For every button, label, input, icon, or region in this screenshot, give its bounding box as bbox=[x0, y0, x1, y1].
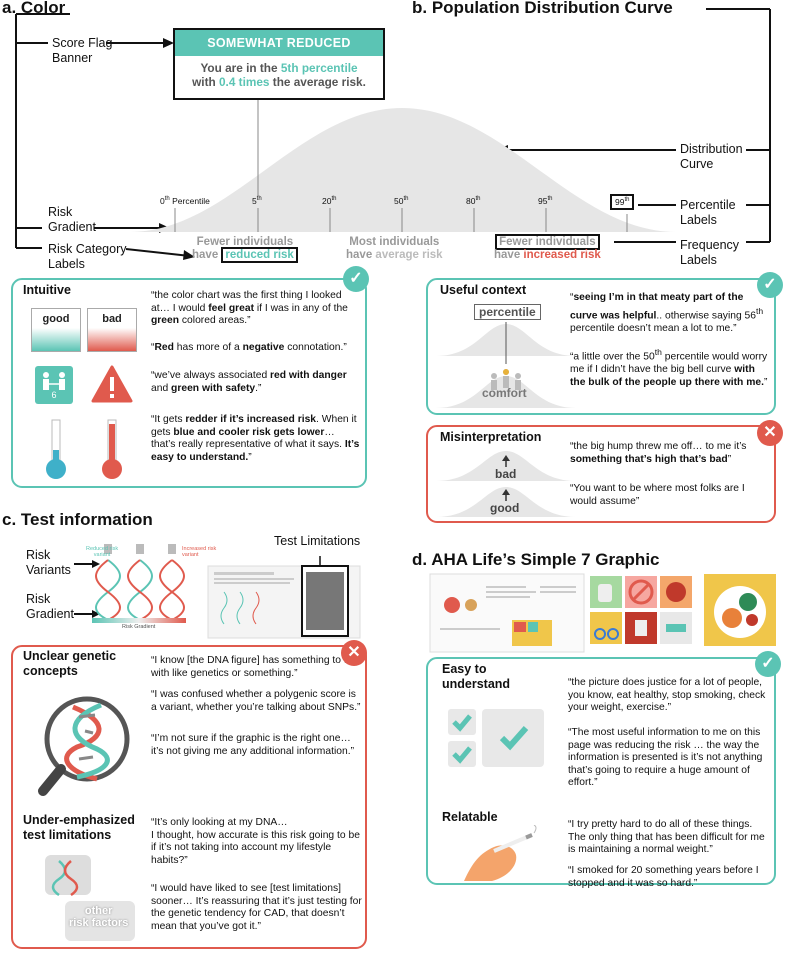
intuitive-quote-1: “the color chart was the first thing I l… bbox=[151, 290, 348, 327]
panel-d-title: d. AHA Life’s Simple 7 Graphic bbox=[412, 550, 660, 569]
simple-7-box: Easy to understand “the picture does jus… bbox=[426, 657, 776, 889]
panel-a-title: a. Color bbox=[2, 0, 66, 17]
unclear-quote-3: “I’m not sure if the graphic is the righ… bbox=[151, 733, 354, 757]
tick-label-20: 20th bbox=[322, 196, 337, 206]
under-quote-2: “I would have liked to see [test limitat… bbox=[151, 883, 362, 932]
risk-gradient-label-c: Risk Gradient bbox=[26, 592, 74, 621]
misinterpretation-box: Misinterpretation bad good “the big hump… bbox=[426, 425, 776, 523]
intuitive-quote-4: “It gets redder if it’s increased risk. … bbox=[151, 414, 360, 463]
other-risk-factors-text: other risk factors bbox=[69, 905, 129, 929]
comfort-label: comfort bbox=[482, 386, 527, 400]
increased-variant-caption: Increased risk variant bbox=[182, 546, 217, 558]
unclear-quote-1: “I know [the DNA figure] has something t… bbox=[151, 655, 356, 679]
score-flag-banner: SOMEWHAT REDUCED You are in the 5th perc… bbox=[173, 28, 385, 100]
tick-label-0: 0th Percentile bbox=[160, 196, 210, 206]
cross-icon: ✕ bbox=[757, 420, 783, 446]
cool-thermometer-icon bbox=[46, 419, 66, 479]
risk-gradient-label: Risk Gradient bbox=[48, 205, 96, 234]
cross-icon: ✕ bbox=[341, 640, 367, 666]
tick-label-80: 80th bbox=[466, 196, 481, 206]
tick-label-5: 5th bbox=[252, 196, 262, 206]
check-icon: ✓ bbox=[757, 272, 783, 298]
distribution-curve-label: Distribution Curve bbox=[680, 142, 743, 171]
relatable-quote-2: “I smoked for 20 something years before … bbox=[568, 865, 759, 889]
freq-label-increased: Fewer individuals have increased risk bbox=[494, 234, 601, 261]
under-quote-1: “It’s only looking at my DNA… I thought,… bbox=[151, 817, 360, 866]
banner-risk-text: You are in the 5th percentile with 0.4 t… bbox=[192, 61, 366, 89]
score-flag-label: Score Flag Banner bbox=[52, 36, 113, 65]
freq-label-average: Most individuals have average risk bbox=[346, 236, 443, 261]
unclear-quote-2: “I was confused whether a polygenic scor… bbox=[151, 689, 361, 713]
percentile-labels-label: Percentile Labels bbox=[680, 198, 736, 227]
misinterpretation-quote-2: “You want to be where most folks are I w… bbox=[570, 483, 745, 507]
check-icon: ✓ bbox=[755, 651, 781, 677]
test-limitations-label: Test Limitations bbox=[274, 534, 361, 548]
relatable-quote-1: “I try pretty hard to do all of these th… bbox=[568, 819, 765, 856]
intuitive-quote-3: “we’ve always associated red with danger… bbox=[151, 370, 347, 394]
hot-thermometer-icon bbox=[102, 419, 122, 479]
useful-context-title: Useful context bbox=[440, 283, 527, 297]
useful-context-curves bbox=[436, 322, 576, 408]
checklist-icon bbox=[448, 709, 544, 767]
social-distance-icon: 6 bbox=[35, 366, 73, 404]
tick-label-99: 99th bbox=[610, 194, 635, 210]
panel-b-title: b. Population Distribution Curve bbox=[412, 0, 673, 17]
gradient-caption: Risk Gradient bbox=[122, 624, 156, 630]
easy-title: Easy to understand bbox=[442, 662, 511, 691]
risk-variants-label: Risk Variants bbox=[26, 548, 71, 577]
good-color-chip: good bbox=[31, 308, 81, 352]
good-label: good bbox=[490, 501, 520, 515]
misinterpretation-quote-1: “the big hump threw me off… to me it’s s… bbox=[570, 441, 747, 465]
freq-label-reduced: Fewer individuals have reduced risk bbox=[192, 236, 298, 263]
check-icon: ✓ bbox=[343, 266, 369, 292]
tick-label-50: 50th bbox=[394, 196, 409, 206]
easy-quote-2: “The most useful information to me on th… bbox=[568, 727, 763, 789]
misinterpretation-curves bbox=[436, 451, 576, 517]
relatable-title: Relatable bbox=[442, 810, 498, 824]
useful-quote-1: “seeing I’m in that meaty part of the cu… bbox=[570, 292, 764, 334]
puzzle-icon bbox=[45, 855, 135, 941]
useful-context-box: Useful context percentile comfort “seein… bbox=[426, 278, 776, 415]
intuitive-quote-2: “Red has more of a negative connotation.… bbox=[151, 342, 347, 353]
magnified-dna-icon bbox=[38, 696, 130, 796]
intuitive-title: Intuitive bbox=[23, 283, 71, 297]
percentile-tag: percentile bbox=[474, 304, 541, 320]
frequency-labels-label: Frequency Labels bbox=[680, 238, 740, 267]
under-emphasized-title: Under-emphasized test limitations bbox=[23, 813, 135, 842]
panel-c-title: c. Test information bbox=[2, 510, 153, 529]
test-information-box: Unclear genetic concepts “I know [the DN… bbox=[11, 645, 367, 949]
bad-color-chip: bad bbox=[87, 308, 137, 352]
unclear-title: Unclear genetic concepts bbox=[23, 649, 117, 678]
tick-label-95: 95th bbox=[538, 196, 553, 206]
intuitive-box: Intuitive good bad 6 bbox=[11, 278, 367, 488]
banner-category: SOMEWHAT REDUCED bbox=[175, 30, 383, 56]
risk-category-label: Risk Category Labels bbox=[48, 242, 127, 271]
reduced-variant-caption: Reduced risk variant bbox=[86, 546, 119, 558]
warning-icon bbox=[91, 365, 133, 403]
smoking-hand-icon bbox=[464, 825, 537, 881]
useful-quote-2: “a little over the 50th percentile would… bbox=[570, 347, 768, 388]
bad-label: bad bbox=[495, 467, 517, 481]
easy-quote-1: “the picture does justice for a lot of p… bbox=[568, 677, 766, 714]
misinterpretation-title: Misinterpretation bbox=[440, 430, 542, 444]
